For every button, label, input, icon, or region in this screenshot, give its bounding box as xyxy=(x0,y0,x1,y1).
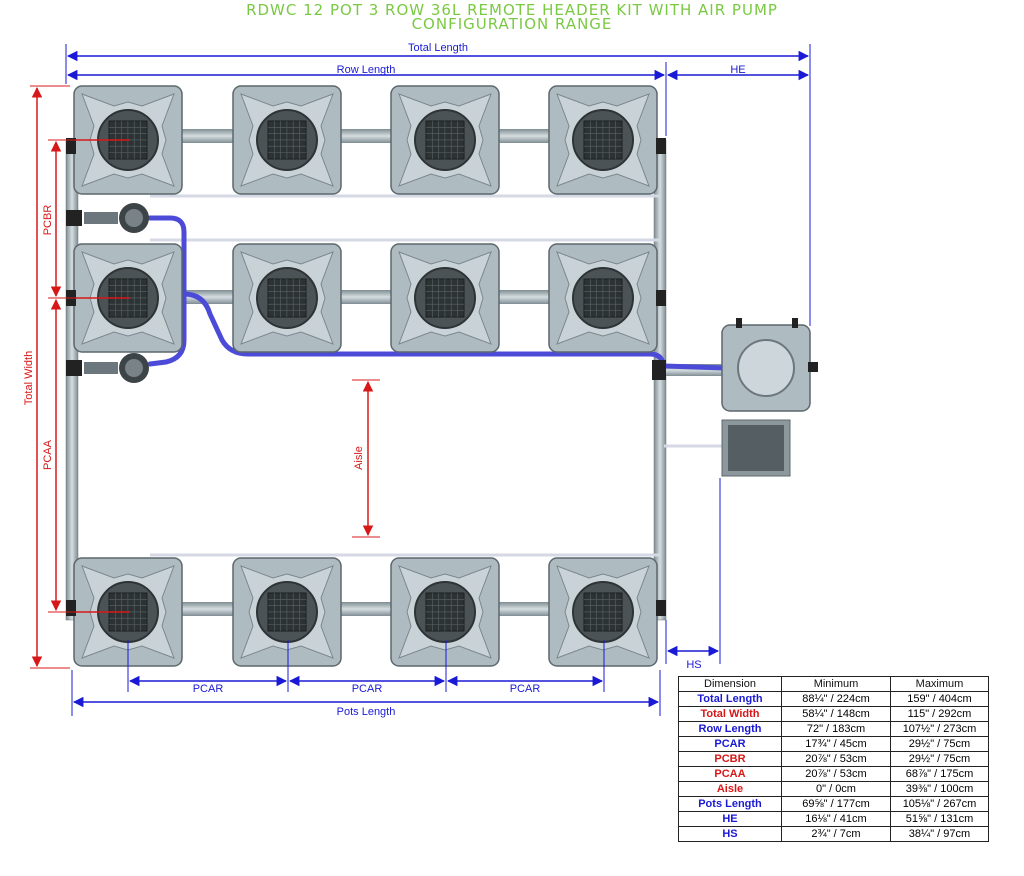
table-cell: 115" / 292cm xyxy=(890,706,989,722)
table-cell: Pots Length xyxy=(678,796,782,812)
hs-label: HS xyxy=(686,659,701,671)
table-cell: PCAA xyxy=(678,766,782,782)
diagram-title-line2: CONFIGURATION RANGE xyxy=(411,15,613,33)
table-cell: 105⅛" / 267cm xyxy=(890,796,989,812)
table-cell: 51⅝" / 131cm xyxy=(890,811,989,827)
pcaa-label: PCAA xyxy=(42,439,54,470)
row-length-label: Row Length xyxy=(337,64,396,76)
table-cell: 20⅞" / 53cm xyxy=(781,751,891,767)
pcar-label: PCAR xyxy=(352,683,383,695)
pcbr-label: PCBR xyxy=(42,205,54,236)
table-cell: PCBR xyxy=(678,751,782,767)
table-cell: Total Length xyxy=(678,691,782,707)
table-cell: 29½" / 75cm xyxy=(890,751,989,767)
dimension-lines xyxy=(30,44,811,716)
pot xyxy=(390,557,500,667)
table-cell: 69⅝" / 177cm xyxy=(781,796,891,812)
pot xyxy=(390,243,500,353)
table-cell: 39⅜" / 100cm xyxy=(890,781,989,797)
table-cell: 68⅞" / 175cm xyxy=(890,766,989,782)
total-width-label: Total Width xyxy=(23,351,35,405)
table-cell: Aisle xyxy=(678,781,782,797)
pot xyxy=(232,85,342,195)
pipework xyxy=(65,129,727,621)
total-length-label: Total Length xyxy=(408,42,468,54)
table-header-row: Dimension Minimum Maximum xyxy=(678,676,989,692)
pcar-label: PCAR xyxy=(193,683,224,695)
table-cell: 107½" / 273cm xyxy=(890,721,989,737)
table-cell: 2¾" / 7cm xyxy=(781,826,891,842)
table-cell: 72" / 183cm xyxy=(781,721,891,737)
air-pump xyxy=(721,419,791,477)
valve-icon xyxy=(84,353,149,383)
pcar-label: PCAR xyxy=(510,683,541,695)
table-cell: 88¼" / 224cm xyxy=(781,691,891,707)
diagram-title-line1: RDWC 12 POT 3 ROW 36L REMOTE HEADER KIT … xyxy=(246,1,778,19)
pot xyxy=(548,85,658,195)
table-cell: 17¾" / 45cm xyxy=(781,736,891,752)
aisle-label: Aisle xyxy=(353,446,365,470)
table-header-cell: Dimension xyxy=(678,676,782,692)
table-header-cell: Maximum xyxy=(890,676,989,692)
table-cell: Total Width xyxy=(678,706,782,722)
he-label: HE xyxy=(730,64,745,76)
pot xyxy=(232,557,342,667)
pot xyxy=(548,243,658,353)
pot xyxy=(548,557,658,667)
table-cell: 0" / 0cm xyxy=(781,781,891,797)
pot xyxy=(232,243,342,353)
table-cell: HS xyxy=(678,826,782,842)
pot xyxy=(390,85,500,195)
table-cell: HE xyxy=(678,811,782,827)
table-cell: 16⅛" / 41cm xyxy=(781,811,891,827)
table-cell: 38¼" / 97cm xyxy=(890,826,989,842)
table-cell: 159" / 404cm xyxy=(890,691,989,707)
table-cell: 58¼" / 148cm xyxy=(781,706,891,722)
table-cell: 20⅞" / 53cm xyxy=(781,766,891,782)
pots-length-label: Pots Length xyxy=(337,706,396,718)
pots-layer xyxy=(70,85,658,667)
valve-icon xyxy=(84,203,149,233)
fittings xyxy=(66,138,666,616)
table-cell: Row Length xyxy=(678,721,782,737)
table-header-cell: Minimum xyxy=(781,676,891,692)
table-cell: 29½" / 75cm xyxy=(890,736,989,752)
table-cell: PCAR xyxy=(678,736,782,752)
header-tank xyxy=(721,318,818,412)
